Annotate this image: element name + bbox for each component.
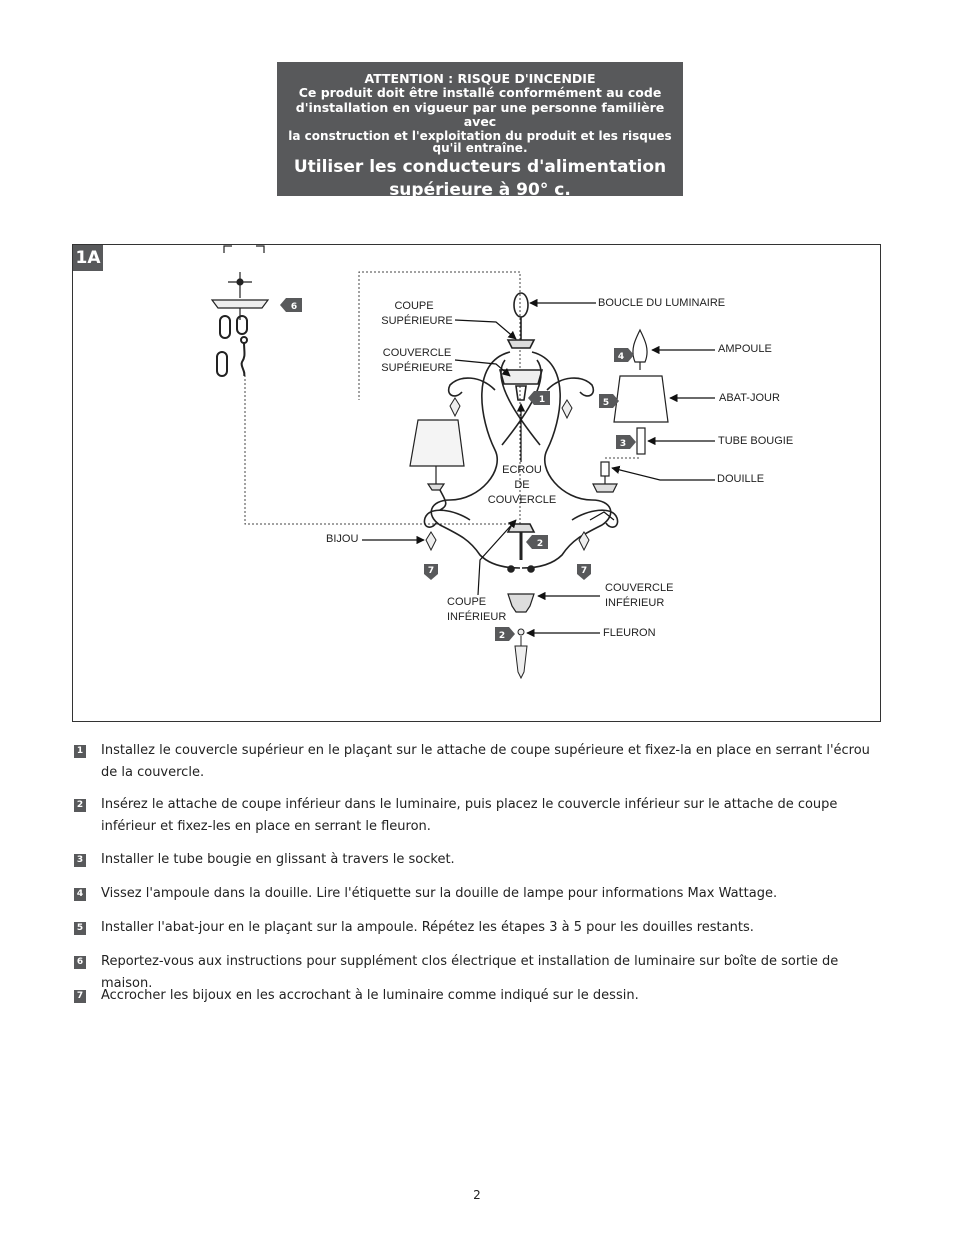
warning-line-2: d'installation en vigueur par une person…: [295, 99, 665, 129]
label-couvercle-inferieur-1: COUVERCLE: [605, 582, 674, 594]
step-number: 4: [74, 888, 86, 901]
left-crystal-icon: [449, 397, 461, 418]
finial-icon: [514, 628, 528, 680]
badge-7-right: 7: [577, 564, 591, 580]
badge-1-text: 1: [539, 395, 545, 405]
step-text: Installer le tube bougie en glissant à t…: [101, 852, 455, 867]
badge-5-text: 5: [603, 398, 609, 408]
warning-emphasis-1: Utiliser les conducteurs d'alimentation: [293, 156, 667, 177]
badge-7-left: 7: [424, 564, 438, 580]
badge-3: 3: [616, 435, 636, 449]
socket-icon: [592, 461, 618, 493]
badge-5: 5: [599, 394, 619, 408]
step-text: Accrocher les bijoux en les accrochant à…: [101, 988, 639, 1003]
step-text: Insérez le attache de coupe inférieur da…: [101, 797, 838, 834]
warning-title: ATTENTION : RISQUE D'INCENDIE: [364, 71, 596, 86]
label-coupe-inferieur-2: INFÉRIEUR: [447, 611, 507, 623]
step-text: Installez le couvercle supérieur en le p…: [101, 743, 870, 780]
ceiling-outlet-icon: [223, 245, 265, 253]
badge-4: 4: [614, 348, 634, 362]
badge-3-text: 3: [620, 439, 626, 449]
right-lamp-shade-icon: [613, 375, 669, 423]
canopy-icon: [210, 272, 270, 320]
step-number: 2: [74, 799, 86, 812]
label-tube-bougie: TUBE BOUGIE: [718, 435, 794, 447]
label-ampoule: AMPOULE: [718, 343, 772, 355]
label-coupe-superieure-2: SUPÉRIEURE: [381, 315, 453, 327]
label-bijou: BIJOU: [326, 533, 359, 545]
badge-4-text: 4: [618, 352, 624, 362]
figure-label: 1A: [73, 245, 103, 271]
label-boucle-du-luminaire: BOUCLE DU LUMINAIRE: [598, 297, 726, 309]
warning-line-4: qu'il entraîne.: [432, 140, 528, 155]
step-text: Installer l'abat-jour en le plaçant sur …: [101, 920, 754, 935]
warning-line-1: Ce produit doit être installé conforméme…: [298, 85, 662, 100]
label-coupe-superieure-1: COUPE: [394, 300, 434, 312]
leader-lines: [362, 298, 715, 638]
warning-line-3: la construction et l'exploitation du pro…: [288, 128, 672, 143]
page-number: 2: [473, 1188, 481, 1202]
label-couvercle-superieure-2: SUPÉRIEURE: [381, 362, 453, 374]
badge-2-upper-text: 2: [537, 539, 543, 549]
warning-emphasis-2: supérieure à 90° c.: [389, 179, 571, 200]
badge-2-lower-text: 2: [499, 631, 505, 641]
left-lamp-shade-icon: [409, 419, 465, 491]
label-abat-jour: ABAT-JOUR: [719, 392, 780, 404]
label-coupe-inferieur-1: COUPE: [447, 596, 487, 608]
badge-6: 6: [280, 298, 302, 312]
step-number: 5: [74, 922, 86, 935]
badge-2-upper: 2: [526, 535, 548, 549]
fire-warning-box: ATTENTION : RISQUE D'INCENDIE Ce produit…: [277, 62, 683, 200]
chain-link-icon: [216, 315, 248, 377]
wiring-dashed-line: [244, 271, 521, 525]
badge-7-left-text: 7: [428, 566, 434, 576]
badge-6-text: 6: [291, 302, 297, 312]
label-fleuron: FLEURON: [603, 627, 656, 639]
badge-7-right-text: 7: [581, 566, 587, 576]
bottom-cover-icon: [507, 593, 535, 613]
label-ecrou-3: COUVERCLE: [487, 494, 557, 506]
jewel-left-icon: [425, 531, 437, 552]
bulb-icon: [632, 328, 648, 370]
step-number: 7: [74, 990, 86, 1003]
label-ecrou-2: DE: [514, 479, 530, 491]
label-douille: DOUILLE: [717, 473, 765, 485]
label-couvercle-superieure-1: COUVERCLE: [382, 347, 452, 359]
label-ecrou-1: ECROU: [502, 464, 542, 476]
right-crystal-icon: [561, 399, 573, 420]
step-number: 3: [74, 854, 86, 867]
candle-tube-icon: [636, 427, 646, 455]
badge-2-lower: 2: [495, 627, 515, 641]
step-text: Reportez-vous aux instructions pour supp…: [101, 954, 839, 991]
step-number: 1: [74, 745, 86, 758]
chandelier-frame-icon: [423, 292, 619, 573]
badge-1: 1: [528, 391, 550, 405]
assembly-figure-frame: [72, 244, 881, 722]
step-number: 6: [74, 956, 86, 969]
jewel-right-icon: [578, 531, 590, 552]
step-text: Vissez l'ampoule dans la douille. Lire l…: [101, 886, 778, 901]
label-couvercle-inferieur-2: INFÉRIEUR: [605, 597, 665, 609]
